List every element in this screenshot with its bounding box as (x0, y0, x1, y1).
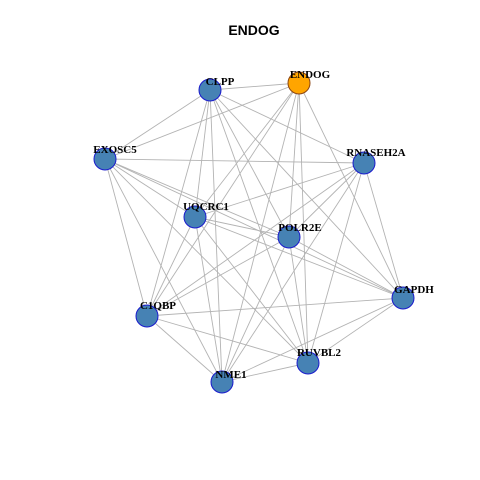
node-uqcrc1[interactable] (183, 205, 207, 229)
edge-exosc5-polr2e (104, 158, 290, 238)
node-clpp[interactable] (198, 78, 222, 102)
edge-endog-nme1 (221, 82, 300, 383)
node-nme1[interactable] (210, 370, 234, 394)
edge-rnaseh2a-ruvbl2 (307, 162, 365, 364)
edge-exosc5-uqcrc1 (104, 158, 196, 218)
node-label-polr2e: POLR2E (278, 222, 321, 234)
edge-rnaseh2a-uqcrc1 (194, 162, 365, 218)
node-label-nme1: NME1 (215, 369, 246, 381)
edge-ruvbl2-nme1 (221, 362, 309, 383)
node-label-gapdh: GAPDH (394, 284, 434, 296)
node-gapdh[interactable] (391, 286, 415, 310)
edge-endog-c1qbp (146, 82, 300, 317)
node-ruvbl2[interactable] (296, 351, 320, 375)
edge-polr2e-nme1 (221, 236, 290, 383)
node-label-rnaseh2a: RNASEH2A (346, 147, 405, 159)
node-rnaseh2a[interactable] (352, 151, 376, 175)
edge-rnaseh2a-c1qbp (146, 162, 365, 317)
edge-exosc5-nme1 (104, 158, 223, 383)
edge-c1qbp-ruvbl2 (146, 315, 309, 364)
node-layer (93, 71, 415, 394)
node-exosc5[interactable] (93, 147, 117, 171)
edge-exosc5-c1qbp (104, 158, 148, 317)
node-c1qbp[interactable] (135, 304, 159, 328)
edge-clpp-exosc5 (104, 89, 211, 160)
edge-gapdh-ruvbl2 (307, 297, 404, 364)
edge-exosc5-gapdh (104, 158, 404, 299)
edge-exosc5-ruvbl2 (104, 158, 309, 364)
edge-rnaseh2a-polr2e (288, 162, 365, 238)
edge-clpp-nme1 (209, 89, 223, 383)
edge-clpp-uqcrc1 (194, 89, 211, 218)
edge-endog-gapdh (298, 82, 404, 299)
edge-uqcrc1-polr2e (194, 216, 290, 238)
edge-polr2e-ruvbl2 (288, 236, 309, 364)
edge-endog-clpp (209, 82, 300, 91)
edge-polr2e-gapdh (288, 236, 404, 299)
edge-rnaseh2a-gapdh (363, 162, 404, 299)
edge-endog-polr2e (288, 82, 300, 238)
edge-clpp-c1qbp (146, 89, 211, 317)
edge-clpp-rnaseh2a (209, 89, 365, 164)
edge-c1qbp-nme1 (146, 315, 223, 383)
edge-polr2e-c1qbp (146, 236, 290, 317)
graph-title: ENDOG (228, 22, 279, 38)
node-label-uqcrc1: UQCRC1 (183, 201, 229, 213)
edge-gapdh-c1qbp (146, 297, 404, 317)
node-label-endog: ENDOG (290, 69, 331, 81)
edge-uqcrc1-gapdh (194, 216, 404, 299)
node-endog[interactable] (287, 71, 311, 95)
edge-endog-exosc5 (104, 82, 300, 160)
edge-endog-uqcrc1 (194, 82, 300, 218)
edge-uqcrc1-c1qbp (146, 216, 196, 317)
edge-uqcrc1-nme1 (194, 216, 223, 383)
edge-uqcrc1-ruvbl2 (194, 216, 309, 364)
node-label-clpp: CLPP (206, 76, 235, 88)
node-polr2e[interactable] (277, 225, 301, 249)
edge-layer (104, 82, 404, 383)
edge-exosc5-rnaseh2a (104, 158, 365, 164)
edge-clpp-polr2e (209, 89, 290, 238)
edge-rnaseh2a-nme1 (221, 162, 365, 383)
edge-gapdh-nme1 (221, 297, 404, 383)
node-label-c1qbp: C1QBP (140, 300, 176, 312)
node-label-exosc5: EXOSC5 (93, 144, 137, 156)
node-label-ruvbl2: RUVBL2 (297, 347, 342, 359)
edge-clpp-ruvbl2 (209, 89, 309, 364)
edge-clpp-gapdh (209, 89, 404, 299)
